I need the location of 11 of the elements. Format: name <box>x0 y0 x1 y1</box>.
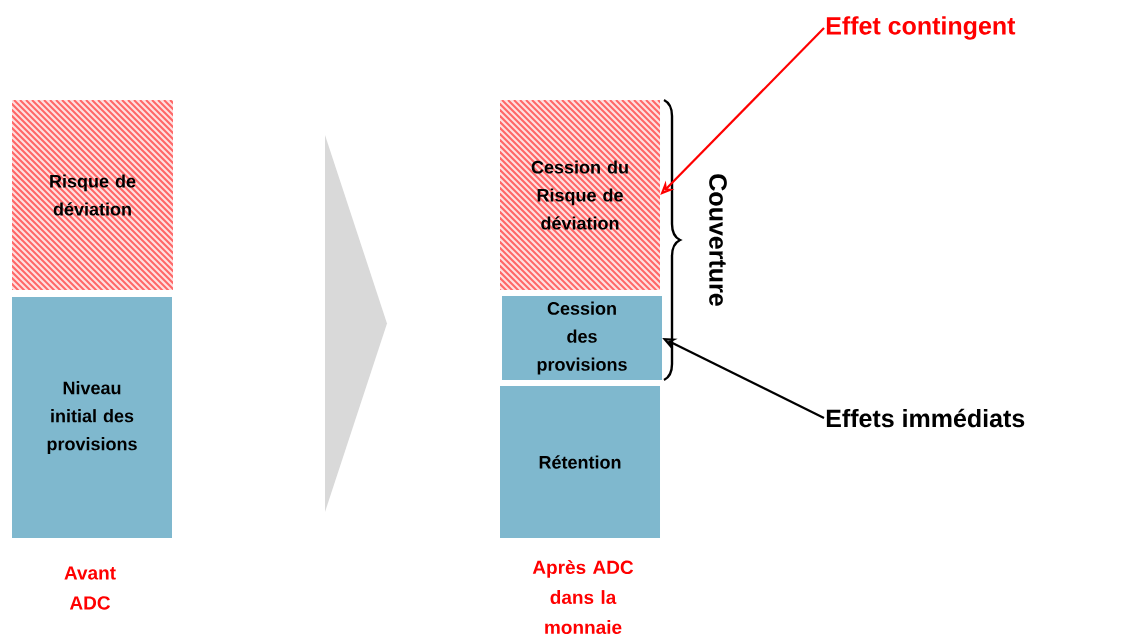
chevron-shape <box>325 135 387 512</box>
block-box: Cession des provisions <box>502 296 662 380</box>
brace-label: Couverture <box>709 174 727 306</box>
caption-text: Avant ADC <box>64 566 116 610</box>
block-box: Niveau initial des provisions <box>12 297 172 538</box>
block-box: Rétention <box>500 386 660 538</box>
callout-text: Effets immédiats <box>826 408 1025 428</box>
hatched-box: Cession du Risque de déviation <box>500 100 660 290</box>
callout-text: Effet contingent <box>826 16 1016 40</box>
hatched-box: Risque de déviation <box>12 100 173 290</box>
caption-text: Après ADC dans la monnaie <box>532 559 634 635</box>
